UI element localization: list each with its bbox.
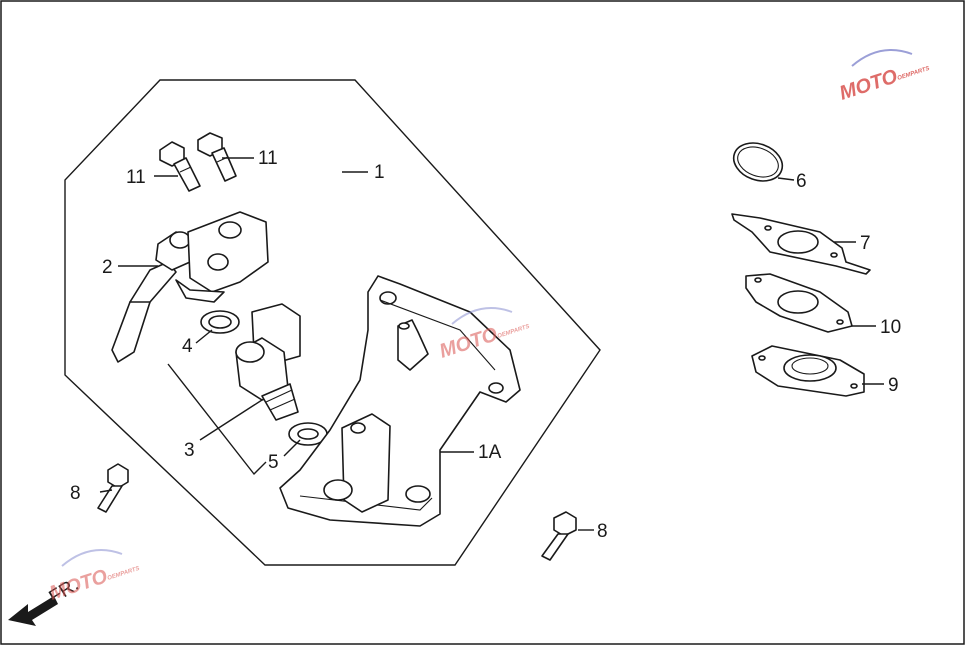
callout-1a: 1A (478, 442, 502, 463)
bolt-8-right[interactable] (541, 511, 577, 561)
gasket-7[interactable] (731, 213, 871, 275)
callout-11-right: 11 (258, 148, 278, 169)
bolt-8-left[interactable] (97, 463, 129, 513)
insulator-9[interactable] (751, 345, 865, 397)
callout-7: 7 (860, 233, 871, 254)
watermark-subtext-bottom: OEMPARTS (107, 566, 141, 582)
callout-5: 5 (268, 452, 279, 473)
bolt-11-left[interactable] (159, 141, 201, 192)
watermark-logo-bottom-left: MOTO OEMPARTS (47, 549, 141, 605)
watermark-subtext: OEMPARTS (897, 66, 931, 82)
seal-ring-4[interactable] (200, 310, 240, 334)
gasket-10[interactable] (745, 273, 853, 333)
watermark-subtext-center: OEMPARTS (497, 324, 531, 340)
callout-4: 4 (182, 336, 193, 357)
assembly-boundary (64, 79, 601, 566)
callout-8-left: 8 (70, 483, 81, 504)
callout-9: 9 (888, 375, 899, 396)
leader-lines (99, 157, 884, 531)
watermark-text-bottom: MOTO (47, 565, 111, 604)
callout-6: 6 (796, 171, 807, 192)
callout-11-left: 11 (126, 167, 146, 188)
fuel-pipe-2[interactable] (111, 211, 269, 363)
callout-8-right: 8 (597, 521, 608, 542)
seal-ring-5[interactable] (288, 422, 328, 446)
callout-3: 3 (184, 440, 195, 461)
manifold-1a[interactable] (279, 275, 521, 527)
watermark-text: MOTO (837, 65, 901, 104)
callout-10: 10 (880, 317, 901, 338)
injector-3[interactable] (235, 303, 301, 421)
o-ring-6[interactable] (728, 137, 787, 188)
bolt-11-right[interactable] (197, 132, 237, 182)
watermark-logo-top-right: MOTO OEMPARTS (837, 49, 931, 105)
callout-2: 2 (102, 257, 113, 278)
callout-1: 1 (374, 162, 385, 183)
